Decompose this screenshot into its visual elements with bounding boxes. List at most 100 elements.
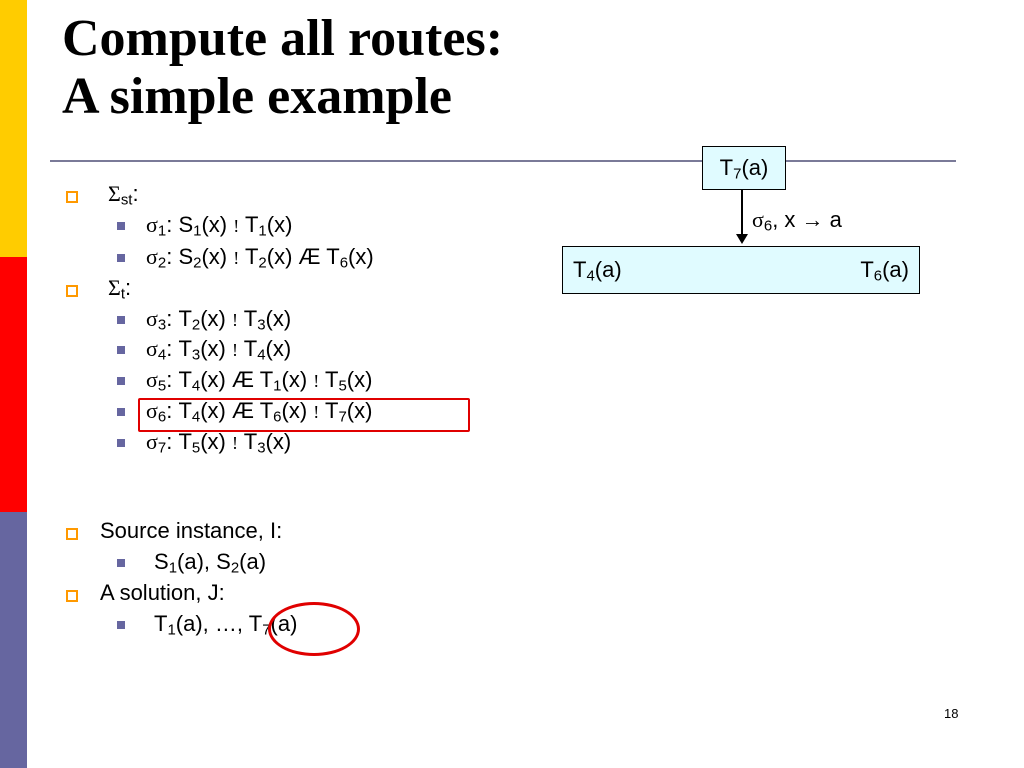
- node-t6: T6(a): [860, 257, 909, 283]
- rule-index: 3: [157, 316, 167, 334]
- fact-sub: 1: [168, 559, 178, 577]
- bullet-square-icon: [66, 528, 78, 540]
- node-pred: T: [860, 257, 874, 282]
- atom-sub: 3: [257, 439, 266, 457]
- atom-pred: T: [243, 306, 258, 331]
- sub-bullet-icon: [117, 377, 125, 385]
- sigma-symbol: σ: [146, 367, 158, 392]
- diagram-node-t4-t6: T4(a) T6(a): [562, 246, 920, 294]
- fact-sub: 7: [262, 621, 271, 639]
- atom-sub: 2: [191, 316, 201, 334]
- and-symbol: Æ: [298, 244, 321, 269]
- bullet-square-icon: [66, 191, 78, 203]
- fact-arg: (a): [177, 549, 204, 574]
- fact-pred: S: [216, 549, 231, 574]
- rule-index: 4: [157, 346, 167, 364]
- title-line-1: Compute all routes:: [62, 10, 504, 67]
- and-symbol: Æ: [232, 367, 254, 392]
- sigma-symbol: σ: [752, 207, 764, 232]
- atom-arg: (x): [281, 367, 308, 392]
- atom-arg: (x): [200, 306, 226, 331]
- rule-index: 2: [157, 254, 167, 272]
- fact-s2: S2(a): [216, 549, 266, 575]
- atom-arg: (x): [281, 398, 308, 423]
- atom-arg: (x): [265, 336, 292, 361]
- rule-index: 7: [157, 439, 167, 457]
- atom-sub: 1: [258, 222, 267, 240]
- and-symbol: Æ: [232, 398, 254, 423]
- node-t4: T4(a): [573, 257, 622, 283]
- fact-pred: T: [248, 611, 263, 636]
- atom-sub: 6: [273, 408, 282, 426]
- atom-pred: S: [178, 244, 194, 269]
- rule-index: 5: [157, 377, 167, 395]
- node-sub: 6: [873, 267, 883, 285]
- atom-pred: T: [178, 306, 192, 331]
- fact-pred: S: [154, 549, 169, 574]
- sub-bullet-icon: [117, 316, 125, 324]
- rule-colon: :: [166, 244, 173, 269]
- rule-colon: :: [166, 212, 173, 237]
- atom-pred: T: [325, 398, 339, 423]
- atom-sub: 2: [258, 254, 267, 272]
- sigma-t-colon: :: [124, 275, 132, 300]
- sigma-symbol: σ: [146, 336, 158, 361]
- atom-pred: T: [325, 367, 339, 392]
- diagram-node-t7: T7(a): [702, 146, 786, 190]
- sigma-symbol: Σ: [108, 275, 121, 300]
- atom-sub: 5: [338, 377, 347, 395]
- rule-sigma-5: σ5: T4(x) Æ T1(x) ! T5(x): [146, 367, 372, 394]
- sigma-symbol: Σ: [108, 181, 121, 206]
- source-instance-label: Source instance, I:: [100, 518, 283, 543]
- atom-pred: T: [243, 429, 258, 454]
- rule-colon: :: [166, 306, 173, 331]
- bullet-square-icon: [66, 590, 78, 602]
- sigma-st-subscript: st: [120, 191, 133, 209]
- sigma-t-subscript: t: [120, 285, 125, 303]
- atom-pred: T: [259, 398, 274, 423]
- sidebar-purple-segment: [0, 512, 27, 768]
- sub-bullet-icon: [117, 254, 125, 262]
- implies-symbol: !: [232, 310, 239, 330]
- t7-highlight-ellipse: [268, 602, 360, 656]
- rule-sigma-1: σ1: S1(x) ! T1(x): [146, 212, 292, 239]
- node-sub: 4: [586, 267, 595, 285]
- sigma-st-heading: Σst:: [108, 181, 139, 207]
- title-line-2: A simple example: [62, 68, 452, 125]
- fact-pred: T: [154, 611, 168, 636]
- atom-arg: (x): [346, 398, 373, 423]
- rule-sigma-2: σ2: S2(x) ! T2(x) Æ T6(x): [146, 244, 374, 271]
- atom-arg: (x): [348, 244, 374, 269]
- atom-arg: (x): [266, 244, 293, 269]
- atom-pred: T: [244, 212, 259, 237]
- atom-arg: (x): [346, 367, 373, 392]
- rule-sigma-4: σ4: T3(x) ! T4(x): [146, 336, 291, 363]
- sigma-symbol: σ: [146, 244, 158, 269]
- sigma-symbol: σ: [146, 306, 158, 331]
- atom-pred: T: [243, 336, 258, 361]
- sigma-st-colon: :: [132, 181, 139, 206]
- atom-arg: (x): [266, 212, 293, 237]
- atom-arg: (x): [201, 212, 228, 237]
- page-number: 18: [944, 706, 959, 721]
- atom-sub: 3: [257, 316, 266, 334]
- atom-pred: T: [178, 367, 192, 392]
- sub-bullet-icon: [117, 439, 125, 447]
- node-arg: (a): [594, 257, 622, 282]
- diagram-edge-label: σ6, x → a: [752, 206, 842, 234]
- fact-arg: (a): [175, 611, 203, 636]
- fact-s1: S1(a): [154, 549, 204, 577]
- atom-sub: 7: [338, 408, 347, 426]
- sigma-symbol: σ: [146, 212, 158, 237]
- implies-symbol: !: [232, 433, 239, 453]
- sub-bullet-icon: [117, 408, 125, 416]
- implies-symbol: !: [232, 340, 239, 360]
- atom-pred: T: [178, 336, 192, 361]
- atom-pred: T: [178, 429, 192, 454]
- solution-ellipsis: , …,: [202, 611, 249, 636]
- sigma-symbol: σ: [146, 429, 158, 454]
- solution-label: A solution, J:: [100, 580, 225, 605]
- implies-symbol: !: [233, 216, 240, 236]
- atom-pred: T: [326, 244, 340, 269]
- source-facts: S1(a), S2(a): [154, 549, 266, 575]
